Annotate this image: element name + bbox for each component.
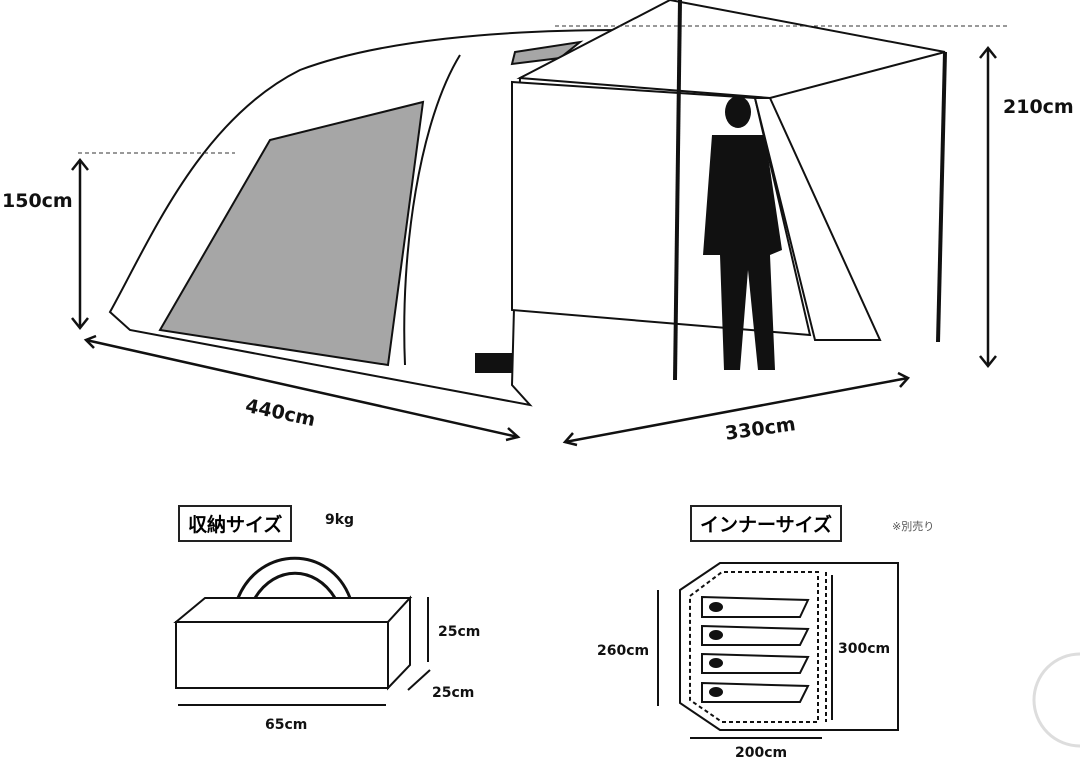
weight-label: 9kg <box>325 512 355 528</box>
bag-width-label: 65cm <box>265 717 308 733</box>
tarp-panel <box>753 97 882 341</box>
tent-arch <box>403 54 461 366</box>
tarp-height-label: 210cm <box>1003 96 1074 118</box>
storage-size-title: 収納サイズ <box>178 505 293 542</box>
inner-depth-label: 260cm <box>597 643 650 659</box>
pole-front <box>673 0 682 381</box>
vestibule-height-label: 150cm <box>2 190 73 212</box>
inner-width-label: 200cm <box>735 745 788 761</box>
pole-rear <box>936 51 947 343</box>
storage-bag <box>173 556 413 691</box>
inner-size-title: インナーサイズ <box>690 505 843 542</box>
scroll-widget <box>1032 652 1080 748</box>
mesh-window <box>158 100 425 367</box>
inner-height-label: 300cm <box>838 641 891 657</box>
bag-height-label: 25cm <box>438 624 481 640</box>
person-silhouette <box>703 96 782 370</box>
tarp <box>516 0 946 100</box>
inner-tent <box>657 562 899 739</box>
bag-depth-label: 25cm <box>432 685 475 701</box>
sold-separately-note: ※別売り <box>892 520 935 533</box>
logo-tag <box>475 353 513 373</box>
